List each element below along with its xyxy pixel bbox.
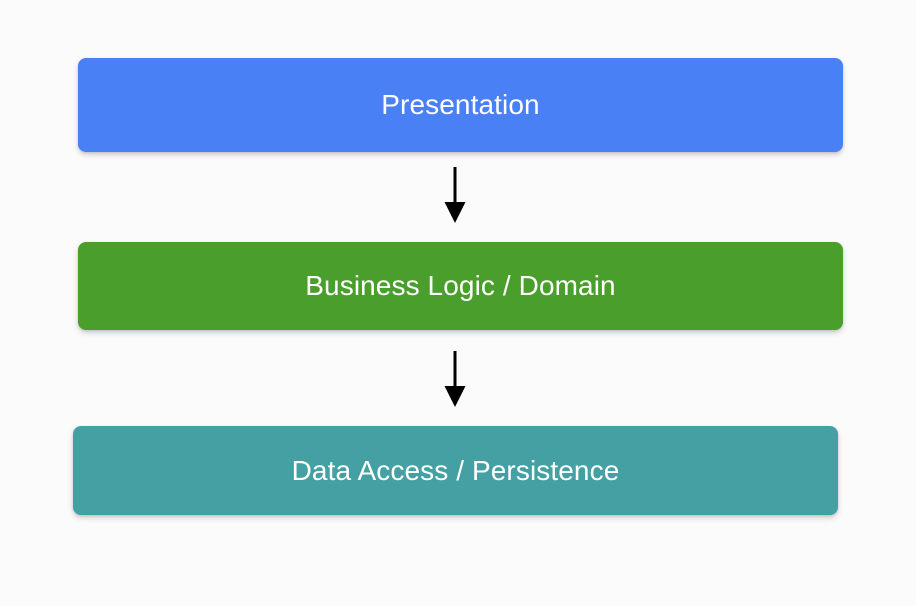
arrow-presentation-to-business: [425, 166, 485, 224]
arrow-down-icon: [444, 167, 466, 223]
layer-box-presentation[interactable]: Presentation: [78, 58, 843, 152]
layer-label-data-access: Data Access / Persistence: [291, 454, 620, 486]
layer-box-business-logic[interactable]: Business Logic / Domain: [78, 242, 843, 330]
arrow-business-to-data: [425, 350, 485, 408]
arrow-down-icon: [444, 351, 466, 407]
layer-box-data-access[interactable]: Data Access / Persistence: [73, 426, 838, 515]
layer-label-business-logic: Business Logic / Domain: [305, 270, 616, 301]
layer-label-presentation: Presentation: [381, 89, 540, 120]
